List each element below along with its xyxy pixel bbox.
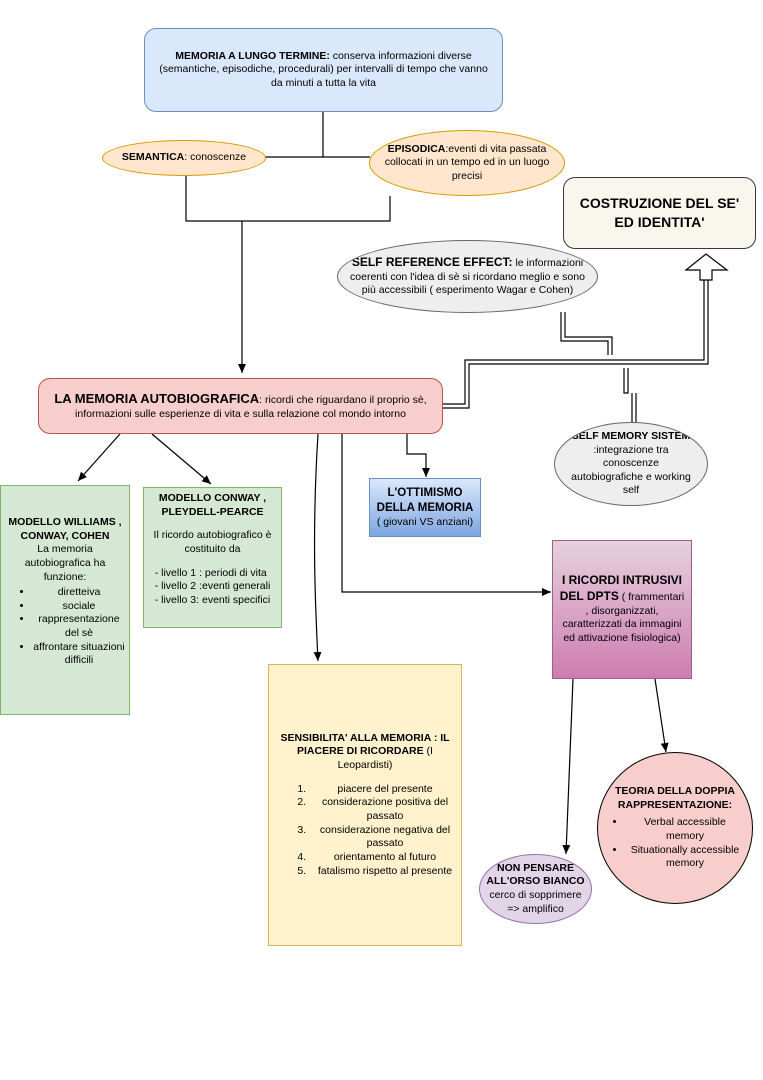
ltm-title: MEMORIA A LUNGO TERMINE: bbox=[175, 49, 330, 62]
connector-selfref-double bbox=[560, 312, 613, 355]
connector-selfmemory-double bbox=[623, 368, 637, 424]
node-teoria-doppia-rappresentazione[interactable]: TEORIA DELLA DOPPIA RAPPRESENTAZIONE: Ve… bbox=[597, 752, 753, 904]
node-self-memory-sistem[interactable]: SELF MEMORY SISTEM :integrazione tra con… bbox=[554, 422, 708, 506]
node-semantica[interactable]: SEMANTICA: conoscenze bbox=[102, 140, 266, 176]
node-ottimismo-memoria[interactable]: L'OTTIMISMO DELLA MEMORIA ( giovani VS a… bbox=[369, 478, 481, 537]
doppia-title: TEORIA DELLA DOPPIA RAPPRESENTAZIONE: bbox=[615, 785, 735, 811]
node-costruzione-del-se[interactable]: COSTRUZIONE DEL SE' ED IDENTITA' bbox=[563, 177, 756, 249]
list-item: orientamento al futuro bbox=[309, 851, 455, 865]
node-sensibilita-memoria[interactable]: SENSIBILITA' ALLA MEMORIA : IL PIACERE D… bbox=[268, 664, 462, 946]
connector-to-williams bbox=[77, 433, 121, 482]
list-item: considerazione negativa del passato bbox=[309, 824, 455, 851]
williams-title: MODELLO WILLIAMS , CONWAY, COHEN bbox=[8, 516, 122, 542]
self-memory-text: :integrazione tra conoscenze autobiograf… bbox=[571, 443, 691, 497]
autobio-title: LA MEMORIA AUTOBIOGRAFICA bbox=[54, 390, 260, 406]
node-modello-conway[interactable]: MODELLO CONWAY , PLEYDELL-PEARCE Il rico… bbox=[143, 487, 282, 628]
node-memoria-lungo-termine[interactable]: MEMORIA A LUNGO TERMINE: conserva inform… bbox=[144, 28, 503, 112]
conway-text: Il ricordo autobiografico è costituito d… bbox=[153, 529, 272, 555]
ottimismo-text: ( giovani VS anziani) bbox=[376, 515, 474, 528]
list-item: piacere del presente bbox=[309, 783, 455, 797]
list-item: sociale bbox=[33, 600, 125, 614]
orso-title: NON PENSARE ALL'ORSO BIANCO bbox=[486, 861, 585, 888]
ltm-text: conserva informazioni diverse (semantich… bbox=[159, 49, 488, 89]
episodica-text: :eventi di vita passata collocati in un … bbox=[384, 142, 550, 182]
sensibilita-text: (I Leopardisti) bbox=[337, 745, 433, 772]
list-item: Verbal accessible memory bbox=[626, 816, 744, 843]
list-item: diretteiva bbox=[33, 586, 125, 600]
williams-text: La memoria autobiografica ha funzione: bbox=[24, 543, 106, 583]
self-memory-title: SELF MEMORY SISTEM bbox=[571, 429, 691, 442]
episodica-title: EPISODICA bbox=[387, 142, 446, 155]
self-ref-text: le informazioni coerenti con l'idea di s… bbox=[350, 257, 585, 297]
sensibilita-title: SENSIBILITA' ALLA MEMORIA : IL PIACERE D… bbox=[280, 731, 450, 758]
connector-to-ottimismo bbox=[406, 434, 430, 477]
list-item: rappresentazione del sè bbox=[33, 613, 125, 640]
autobio-text: : ricordi che riguardano il proprio sè, … bbox=[75, 393, 427, 420]
conway-title: MODELLO CONWAY , PLEYDELL-PEARCE bbox=[158, 492, 267, 518]
connector-semantic-episodic-join bbox=[185, 176, 391, 222]
williams-functions-list: diretteiva sociale rappresentazione del … bbox=[5, 586, 125, 668]
self-ref-title: SELF REFERENCE EFFECT: bbox=[351, 255, 513, 270]
conway-level: - livello 1 : periodi di vita bbox=[154, 566, 267, 579]
intrusivi-title: I RICORDI INTRUSIVI DEL DPTS bbox=[559, 573, 682, 604]
orso-text: cerco di sopprimere => amplifico bbox=[489, 889, 582, 915]
list-item: affrontare situazioni difficili bbox=[33, 641, 125, 668]
conway-level: - livello 3: eventi specifici bbox=[154, 593, 271, 606]
connector-to-intrusivi bbox=[341, 434, 551, 596]
list-item: Situationally accessible memory bbox=[626, 844, 744, 871]
connector-to-conway bbox=[151, 433, 212, 485]
connector-to-doppia bbox=[654, 678, 669, 753]
connector-autobio-to-costruzione bbox=[442, 280, 709, 409]
costruzione-title: COSTRUZIONE DEL SE' ED IDENTITA' bbox=[579, 195, 740, 230]
node-memoria-autobiografica[interactable]: LA MEMORIA AUTOBIOGRAFICA: ricordi che r… bbox=[38, 378, 443, 434]
hollow-arrowhead bbox=[684, 253, 729, 281]
node-episodica[interactable]: EPISODICA:eventi di vita passata colloca… bbox=[369, 130, 565, 196]
list-item: considerazione positiva del passato bbox=[309, 796, 455, 823]
intrusivi-text: ( frammentari , disorganizzati, caratter… bbox=[562, 591, 685, 644]
node-orso-bianco[interactable]: NON PENSARE ALL'ORSO BIANCO cerco di sop… bbox=[479, 854, 592, 924]
ottimismo-title: L'OTTIMISMO DELLA MEMORIA bbox=[376, 486, 474, 514]
sensibilita-list: piacere del presente considerazione posi… bbox=[275, 783, 455, 878]
node-self-reference-effect[interactable]: SELF REFERENCE EFFECT: le informazioni c… bbox=[337, 240, 598, 313]
conway-level: - livello 2 :eventi generali bbox=[154, 580, 271, 593]
doppia-list: Verbal accessible memory Situationally a… bbox=[606, 816, 744, 871]
semantica-text: : conoscenze bbox=[184, 151, 247, 164]
semantica-title: SEMANTICA bbox=[121, 151, 185, 164]
list-item: fatalismo rispetto al presente bbox=[309, 865, 455, 879]
node-ricordi-intrusivi[interactable]: I RICORDI INTRUSIVI DEL DPTS ( frammenta… bbox=[552, 540, 692, 679]
node-modello-williams[interactable]: MODELLO WILLIAMS , CONWAY, COHEN La memo… bbox=[0, 485, 130, 715]
connector-ltm-branches bbox=[264, 112, 370, 158]
connector-to-orso bbox=[562, 678, 574, 855]
connector-to-sensibilita bbox=[313, 433, 322, 662]
